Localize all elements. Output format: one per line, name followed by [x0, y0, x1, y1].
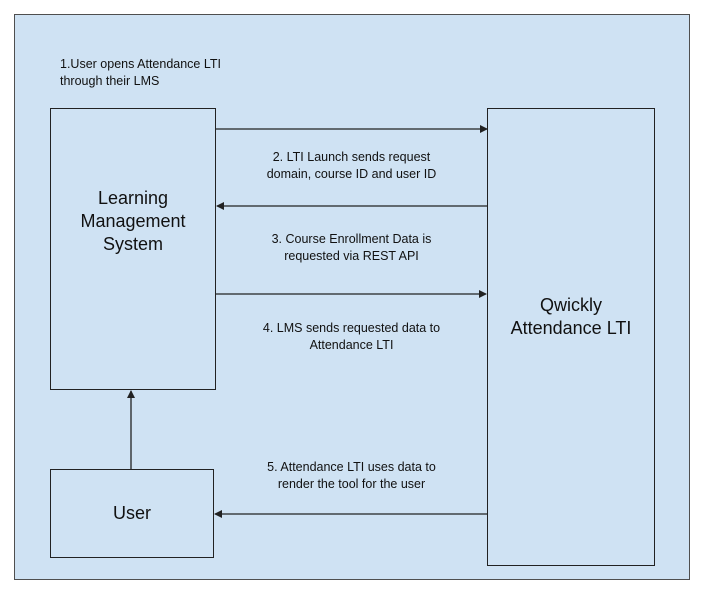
qwickly-attendance-label: Qwickly Attendance LTI [510, 295, 632, 338]
step-1-label: 1.User opens Attendance LTI through thei… [60, 57, 221, 88]
qwickly-attendance-box: Qwickly Attendance LTI [487, 108, 655, 566]
step-5-label: 5. Attendance LTI uses data to render th… [267, 460, 436, 491]
step-2-label: 2. LTI Launch sends request domain, cour… [266, 150, 437, 181]
lms-label: Learning Management System [80, 187, 186, 254]
user-box: User [50, 469, 214, 558]
lms-box: Learning Management System [50, 108, 216, 390]
step-3-label: 3. Course Enrollment Data is requested v… [271, 232, 432, 263]
user-label: User [112, 503, 151, 523]
step-4-label: 4. LMS sends requested data to Attendanc… [262, 321, 441, 352]
